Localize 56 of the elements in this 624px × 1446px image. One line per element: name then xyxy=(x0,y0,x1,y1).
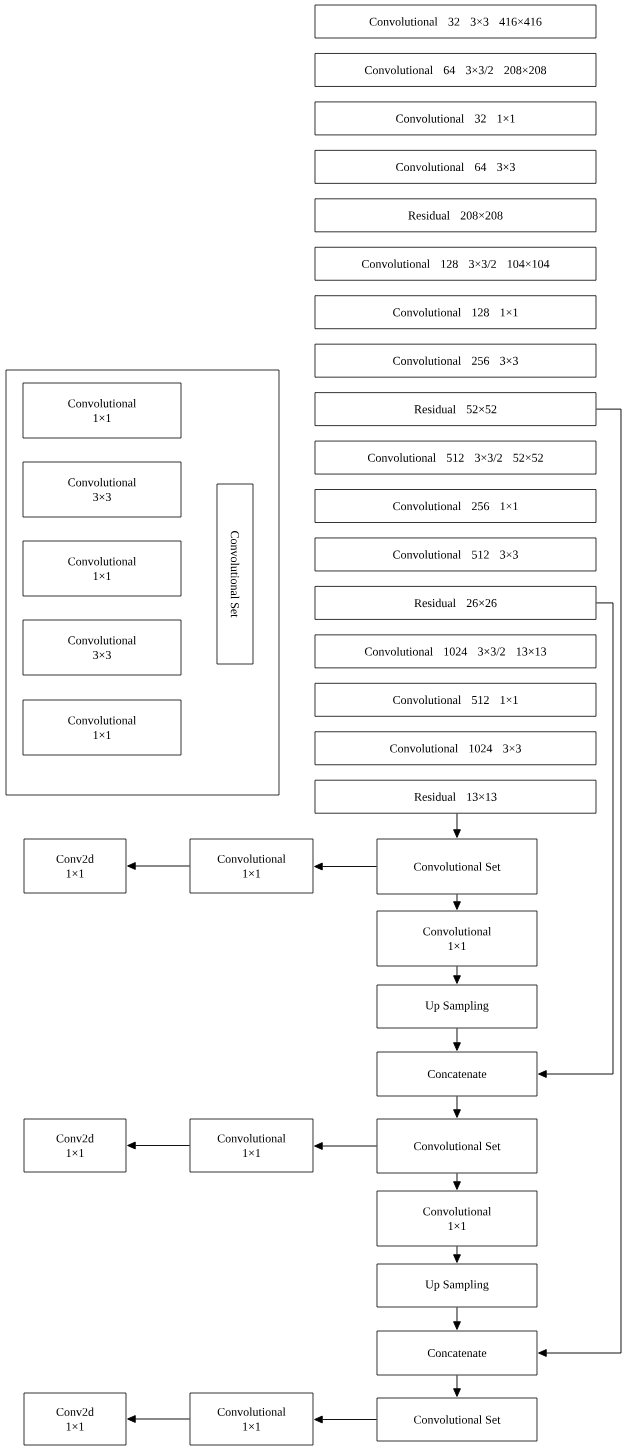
layer-box: Convolutional 64 3×3/2 208×208 xyxy=(314,53,597,87)
process-box: Convolutional 1×1 xyxy=(189,1118,314,1173)
layer-box: Convolutional 1024 3×3 xyxy=(314,731,597,766)
arrow xyxy=(453,893,461,910)
arrow xyxy=(453,1172,461,1190)
output-box: Conv2d 1×1 xyxy=(23,1118,127,1173)
arrow xyxy=(314,1415,378,1424)
layer-box: Convolutional 128 1×1 xyxy=(314,295,597,330)
arrow xyxy=(453,1374,461,1397)
process-box: Up Sampling xyxy=(376,1263,538,1308)
layer-box: Convolutional 512 3×3 xyxy=(314,537,597,572)
layer-box: Residual 208×208 xyxy=(314,198,597,233)
arrow xyxy=(453,965,461,984)
arrow xyxy=(538,602,614,1078)
arrow xyxy=(127,1141,191,1150)
arrow xyxy=(453,1306,461,1330)
panel-frame xyxy=(5,369,280,796)
layer-box: Convolutional 512 3×3/2 52×52 xyxy=(314,440,597,475)
arrow xyxy=(538,408,622,1357)
process-box: Convolutional 1×1 xyxy=(22,699,182,756)
arrow xyxy=(453,1245,461,1263)
process-box: Convolutional 3×3 xyxy=(22,461,182,518)
layer-box: Residual 52×52 xyxy=(314,392,597,426)
layer-box: Convolutional 128 3×3/2 104×104 xyxy=(314,246,597,281)
process-box: Convolutional 1×1 xyxy=(189,1392,314,1446)
process-box: Convolutional 1×1 xyxy=(22,540,182,597)
layer-box: Convolutional 256 3×3 xyxy=(314,343,597,378)
output-box: Conv2d 1×1 xyxy=(23,838,127,894)
layer-box: Convolutional 64 3×3 xyxy=(314,149,597,184)
layer-box: Residual 26×26 xyxy=(314,586,597,620)
layer-box: Residual 13×13 xyxy=(314,779,597,814)
layer-box: Convolutional 256 1×1 xyxy=(314,489,597,523)
arrow xyxy=(314,862,378,871)
output-box: Conv2d 1×1 xyxy=(23,1392,127,1446)
layer-box: Convolutional 32 1×1 xyxy=(314,101,597,136)
layer-box: Convolutional 512 1×1 xyxy=(314,682,597,717)
process-box: Convolutional Set xyxy=(376,838,538,895)
layer-box: Convolutional 1024 3×3/2 13×13 xyxy=(314,634,597,669)
arrow xyxy=(127,862,191,870)
process-box: Convolutional 1×1 xyxy=(376,1190,538,1247)
process-box: Convolutional Set xyxy=(376,1118,538,1174)
process-box: Convolutional 1×1 xyxy=(22,382,182,439)
arrow xyxy=(453,1095,461,1118)
process-box: Concatenate xyxy=(376,1330,538,1376)
process-box: Convolutional Set xyxy=(376,1397,538,1442)
arrow xyxy=(314,1142,378,1150)
process-box: Convolutional 3×3 xyxy=(22,619,182,676)
process-box: Concatenate xyxy=(376,1051,538,1097)
arrow xyxy=(127,1415,191,1423)
process-box: Up Sampling xyxy=(376,984,538,1029)
arrow xyxy=(453,1027,461,1051)
process-box: Convolutional 1×1 xyxy=(189,838,314,894)
layer-box: Convolutional 32 3×3 416×416 xyxy=(314,4,597,39)
vertical-label-box: Convolutional Set xyxy=(216,483,254,665)
arrow xyxy=(453,813,461,838)
process-box: Convolutional 1×1 xyxy=(376,910,538,967)
